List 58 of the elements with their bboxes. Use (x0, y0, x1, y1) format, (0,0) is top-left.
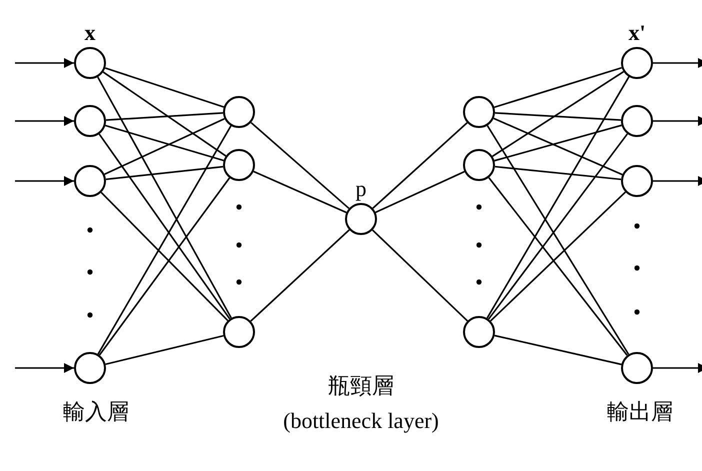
connection-line (102, 71, 226, 157)
connection-line (486, 76, 630, 319)
connection-line (250, 122, 350, 210)
connection-line (372, 122, 468, 209)
connection-line (104, 118, 225, 175)
neuron-circle (345, 203, 377, 235)
connection-line (100, 192, 228, 322)
connection-line (486, 125, 630, 355)
neuron-circle (74, 47, 106, 79)
connection-line (106, 112, 224, 121)
connection-line (494, 112, 622, 121)
arrow (15, 116, 74, 126)
connection-line (375, 170, 465, 214)
neuron-circle (74, 105, 106, 137)
connection-line (250, 229, 350, 322)
connection-line (488, 133, 628, 320)
connection-line (492, 71, 624, 157)
arrow (653, 176, 702, 186)
connection-line (104, 67, 224, 108)
neuron-circle (621, 105, 653, 137)
layer-label: (bottleneck layer) (283, 410, 439, 432)
neuron-circle (621, 47, 653, 79)
connection-line (106, 166, 224, 180)
vector-label: x' (628, 22, 646, 44)
connection-line (488, 177, 628, 356)
neuron-circle (463, 316, 495, 348)
connection-line (97, 125, 232, 355)
node-label: p (356, 178, 366, 200)
connection-line (105, 124, 224, 162)
connection-line (98, 177, 230, 356)
connection-line (97, 76, 232, 318)
connection-line (372, 229, 468, 322)
layer-label: 瓶頸層 (328, 375, 394, 397)
neuron-circle (621, 352, 653, 384)
arrow (653, 363, 702, 373)
connection-line (490, 191, 626, 322)
connection-line (105, 334, 224, 366)
connection-line (494, 334, 622, 366)
neuron-circle (74, 165, 106, 197)
neuron-circle (463, 96, 495, 128)
connection-line (253, 170, 347, 214)
neuron-circle (223, 316, 255, 348)
neuron-circle (223, 149, 255, 181)
neuron-circle (74, 352, 106, 384)
arrow (15, 58, 74, 68)
neuron-circle (621, 165, 653, 197)
connection-line (493, 118, 623, 176)
arrow (653, 116, 702, 126)
neuron-circle (463, 149, 495, 181)
neuron-circle (223, 96, 255, 128)
connection-line (494, 66, 622, 108)
connection-line (494, 166, 622, 180)
arrow (15, 363, 74, 373)
connection-line (98, 134, 230, 320)
arrow (653, 58, 702, 68)
connection-line (494, 124, 622, 162)
arrow (15, 176, 74, 186)
vector-label: x (84, 22, 96, 44)
